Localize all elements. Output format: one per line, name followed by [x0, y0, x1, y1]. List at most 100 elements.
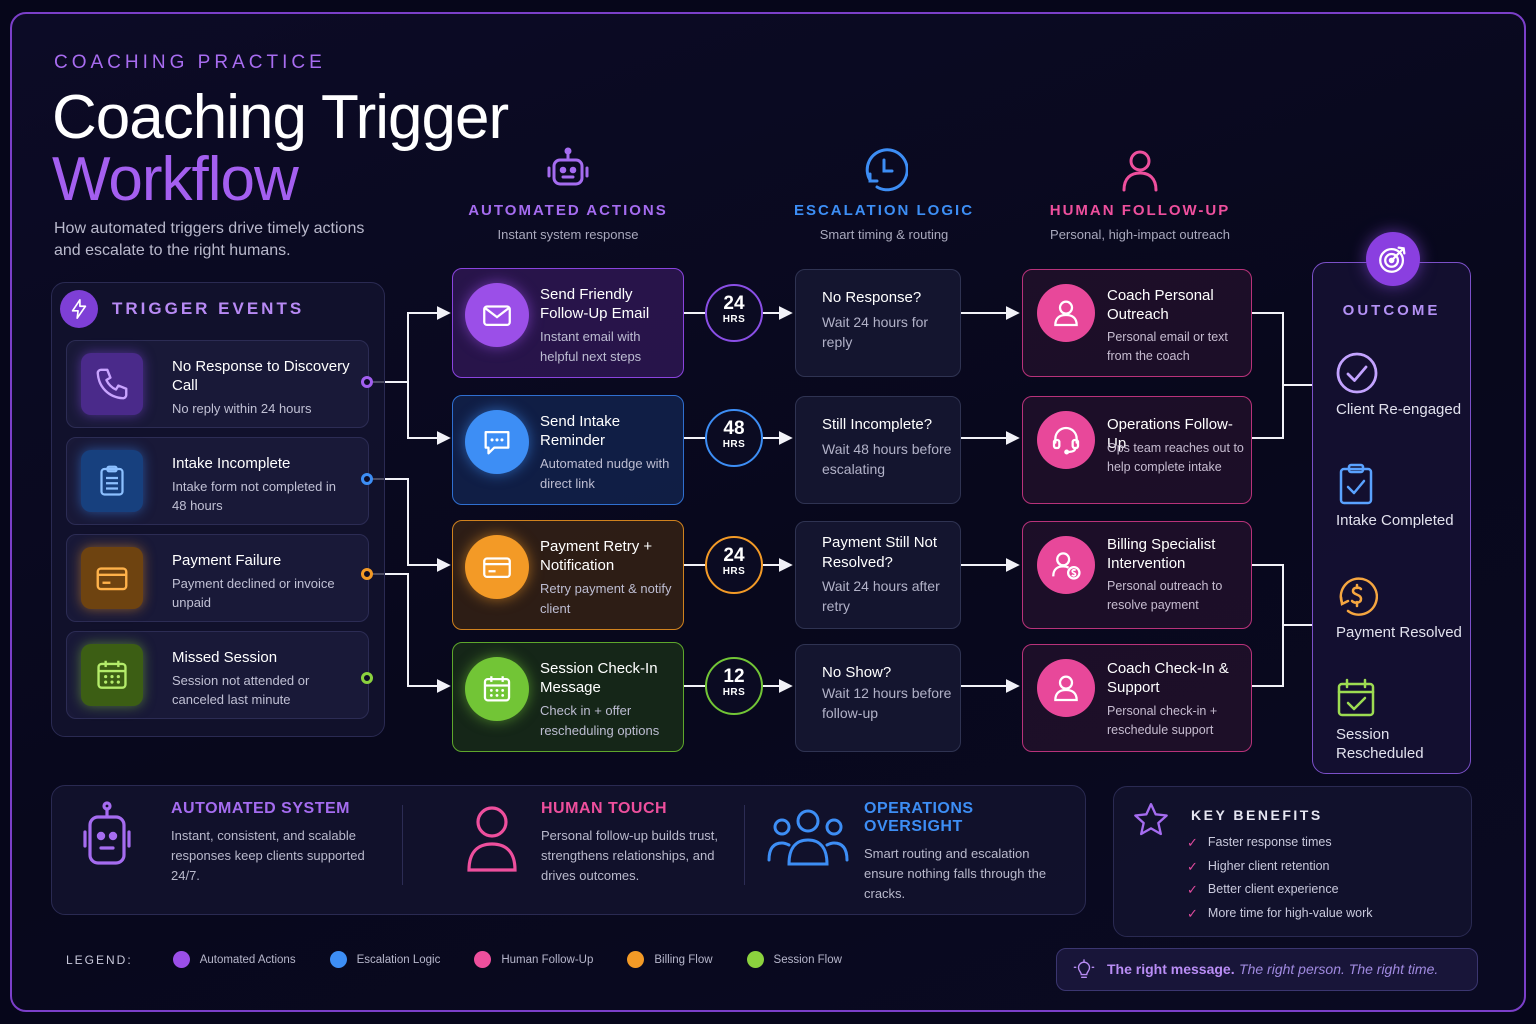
- action-desc: Retry payment & notify client: [540, 581, 672, 616]
- pillar-title: HUMAN TOUCH: [541, 800, 668, 817]
- trigger-card-discovery-call[interactable]: No Response to Discovery Call No reply w…: [66, 340, 369, 428]
- trigger-title: Payment Failure: [172, 552, 282, 569]
- escalation-title: No Response?: [822, 289, 922, 306]
- action-card-followup-email[interactable]: Send Friendly Follow-Up Email Instant em…: [452, 268, 684, 378]
- column-subtitle: Instant system response: [497, 227, 639, 242]
- connector-dot: [361, 473, 373, 485]
- calendar-icon: [465, 657, 529, 721]
- column-title: ESCALATION LOGIC: [793, 202, 975, 219]
- divider: [744, 805, 745, 885]
- robot-icon: [547, 147, 589, 186]
- person-icon: [467, 806, 517, 872]
- outcome-item-payment-resolved: Payment Resolved: [1336, 575, 1466, 642]
- trigger-card-payment-failure[interactable]: Payment Failure Payment declined or invo…: [66, 534, 369, 622]
- legend-label: LEGEND:: [66, 952, 133, 967]
- lightning-icon: [60, 290, 98, 328]
- envelope-icon: [465, 283, 529, 347]
- outcome-label: Payment Resolved: [1336, 624, 1462, 641]
- tagline-bold: The right message.: [1107, 960, 1235, 977]
- trigger-card-intake-incomplete[interactable]: Intake Incomplete Intake form not comple…: [66, 437, 369, 525]
- human-card-coach-checkin[interactable]: Coach Check-In & Support Personal check-…: [1022, 644, 1252, 752]
- escalation-card-still-incomplete[interactable]: Still Incomplete? Wait 48 hours before e…: [795, 396, 961, 504]
- human-desc: Ops team reaches out to help complete in…: [1107, 441, 1244, 474]
- tagline-banner: The right message. The right person. The…: [1056, 948, 1478, 991]
- legend-item-billing: Billing Flow: [627, 951, 713, 968]
- human-desc: Personal outreach to resolve payment: [1107, 579, 1223, 612]
- legend-item-automated: Automated Actions: [172, 951, 296, 968]
- human-desc: Personal email or text from the coach: [1107, 330, 1228, 363]
- trigger-title: Intake Incomplete: [172, 455, 291, 472]
- check-icon: ✓: [1187, 835, 1198, 850]
- pillars-panel: [51, 785, 1086, 915]
- action-card-intake-reminder[interactable]: Send Intake Reminder Automated nudge wit…: [452, 395, 684, 505]
- human-card-coach-outreach[interactable]: Coach Personal Outreach Personal email o…: [1022, 269, 1252, 377]
- escalation-card-payment-unresolved[interactable]: Payment Still Not Resolved? Wait 24 hour…: [795, 521, 961, 629]
- action-desc: Check in + offer rescheduling options: [540, 703, 660, 738]
- action-card-payment-retry[interactable]: Payment Retry + Notification Retry payme…: [452, 520, 684, 630]
- pillar-desc: Smart routing and escalation ensure noth…: [864, 846, 1047, 901]
- legend-item-escalation: Escalation Logic: [329, 951, 440, 968]
- human-title: Coach Check-In & Support: [1107, 660, 1229, 696]
- page-title-line2: Workflow: [52, 145, 299, 214]
- action-title: Send Friendly Follow-Up Email: [540, 286, 650, 322]
- outcome-item-client-reengaged: Client Re-engaged: [1336, 352, 1466, 419]
- headset-icon: [1037, 411, 1095, 469]
- calendar-check-icon: [1337, 678, 1375, 717]
- action-desc: Automated nudge with direct link: [540, 456, 670, 491]
- legend-item-session: Session Flow: [746, 951, 842, 968]
- human-title: Coach Personal Outreach: [1107, 287, 1214, 323]
- escalation-card-no-response[interactable]: No Response? Wait 24 hours for reply: [795, 269, 961, 377]
- check-icon: ✓: [1187, 858, 1198, 874]
- trigger-title: No Response to Discovery Call: [172, 358, 350, 394]
- pillar-automated-system: AUTOMATED SYSTEM Instant, consistent, an…: [171, 800, 386, 886]
- escalation-desc: Wait 24 hours after retry: [822, 578, 940, 614]
- dollar-icon: [1339, 577, 1378, 616]
- star-icon: [1134, 803, 1168, 836]
- action-title: Session Check-In Message: [540, 660, 658, 696]
- target-icon: [1366, 232, 1420, 286]
- tagline-italic: The right person. The right time.: [1239, 960, 1439, 977]
- action-desc: Instant email with helpful next steps: [540, 329, 642, 364]
- human-desc: Personal check-in + reschedule support: [1107, 704, 1218, 737]
- human-card-billing-specialist[interactable]: Billing Specialist Intervention Personal…: [1022, 521, 1252, 629]
- escalation-desc: Wait 24 hours for reply: [822, 314, 929, 350]
- pillar-human-touch: HUMAN TOUCH Personal follow-up builds tr…: [541, 800, 731, 886]
- trigger-events-header: TRIGGER EVENTS: [60, 290, 304, 328]
- check-circle-icon: [1336, 352, 1378, 394]
- outcome-title: OUTCOME: [1342, 302, 1441, 319]
- pillar-desc: Personal follow-up builds trust, strengt…: [541, 828, 719, 883]
- pillar-title: OPERATIONS OVERSIGHT: [864, 800, 974, 835]
- human-card-operations-followup[interactable]: Operations Follow-Up Ops team reaches ou…: [1022, 396, 1252, 504]
- pillar-title: AUTOMATED SYSTEM: [171, 800, 350, 817]
- escalation-desc: Wait 12 hours before follow-up: [822, 685, 952, 721]
- action-card-session-checkin[interactable]: Session Check-In Message Check in + offe…: [452, 642, 684, 752]
- escalation-card-no-show[interactable]: No Show? Wait 12 hours before follow-up: [795, 644, 961, 752]
- check-icon: ✓: [1187, 905, 1198, 921]
- divider: [402, 805, 403, 885]
- card-icon: [465, 535, 529, 599]
- trigger-desc: No reply within 24 hours: [172, 401, 312, 416]
- page-title-line1: Coaching Trigger: [52, 83, 509, 152]
- pillar-operations-oversight: OPERATIONS OVERSIGHT Smart routing and e…: [864, 800, 1064, 904]
- escalation-title: Still Incomplete?: [822, 416, 933, 433]
- benefit-item: ✓Better client experience: [1187, 878, 1373, 902]
- benefit-item: ✓More time for high-value work: [1187, 902, 1373, 926]
- clipboard-icon: [81, 450, 143, 512]
- outcome-item-session-rescheduled: Session Rescheduled: [1336, 677, 1466, 763]
- connector-dot: [361, 376, 373, 388]
- lightbulb-icon: [1073, 958, 1095, 978]
- key-benefits-panel: [1113, 786, 1472, 937]
- column-header-automated: AUTOMATED ACTIONS Instant system respons…: [448, 146, 688, 242]
- human-title: Operations Follow-Up: [1107, 416, 1233, 452]
- action-title: Payment Retry + Notification: [540, 538, 653, 574]
- trigger-desc: Intake form not completed in 48 hours: [172, 479, 337, 513]
- connector-dot: [361, 672, 373, 684]
- column-title: AUTOMATED ACTIONS: [468, 202, 668, 219]
- person-icon: [1037, 659, 1095, 717]
- chat-icon: [465, 410, 529, 474]
- trigger-card-missed-session[interactable]: Missed Session Session not attended or c…: [66, 631, 369, 719]
- benefit-item: ✓Higher client retention: [1187, 855, 1373, 879]
- legend-item-human: Human Follow-Up: [474, 951, 593, 968]
- column-title: HUMAN FOLLOW-UP: [1049, 202, 1231, 219]
